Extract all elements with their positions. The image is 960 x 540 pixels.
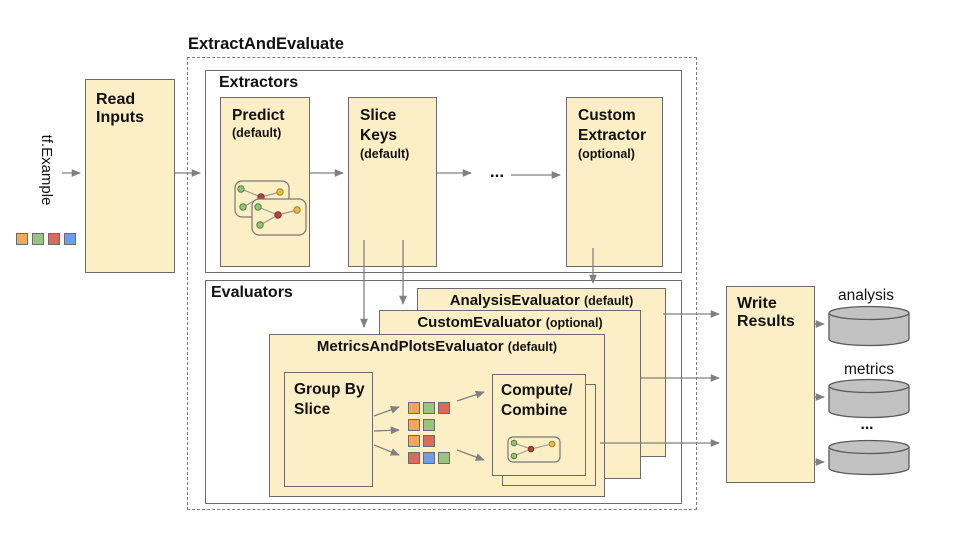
slice-keys-qualifier: (default) (360, 146, 410, 161)
write-results-box: Write Results (726, 286, 815, 483)
tf-example-label: tf.Example (38, 134, 55, 206)
custom-evaluator-label: CustomEvaluator (417, 314, 542, 331)
custom-evaluator-qualifier: (optional) (545, 316, 603, 330)
extractors-label: Extractors (219, 74, 299, 91)
slice-row-1 (408, 402, 450, 414)
red-square (423, 435, 435, 447)
metrics-db-icon (828, 378, 910, 419)
pipeline-title: ExtractAndEvaluate (188, 35, 344, 53)
analysis-output-label: analysis (838, 287, 894, 304)
extractors-ellipsis: ... (489, 162, 505, 181)
read-inputs-label: Read Inputs (96, 91, 144, 126)
analysis-db-icon (828, 305, 910, 347)
orange-square (408, 402, 420, 414)
compute-combine-label: Compute/ Combine (501, 382, 573, 420)
custom-extractor-label: Custom Extractor (578, 107, 647, 145)
blue-square (423, 452, 435, 464)
custom-extractor-box: Custom Extractor (optional) (566, 97, 663, 267)
input-swatches (16, 233, 76, 245)
evaluators-label: Evaluators (211, 284, 293, 301)
metrics-and-plots-evaluator-label: MetricsAndPlotsEvaluator (316, 338, 504, 355)
slice-row-2 (408, 419, 435, 431)
custom-extractor-qualifier: (optional) (578, 146, 635, 161)
green-square (423, 402, 435, 414)
slice-row-3 (408, 435, 435, 447)
green-square (423, 419, 435, 431)
predict-label: Predict (232, 107, 285, 124)
slice-row-4 (408, 452, 450, 464)
analysis-evaluator-label: AnalysisEvaluator (449, 292, 580, 309)
red-square (408, 452, 420, 464)
predict-qualifier: (default) (232, 126, 282, 141)
more-outputs-ellipsis: ... (860, 416, 874, 433)
slice-keys-extractor-box: Slice Keys (default) (348, 97, 437, 267)
blue-square (64, 233, 76, 245)
read-inputs-box: Read Inputs (85, 79, 175, 273)
green-square (32, 233, 44, 245)
group-by-slice-label: Group By Slice (294, 381, 365, 419)
analysis-evaluator-qualifier: (default) (583, 294, 634, 308)
red-square (438, 402, 450, 414)
metrics-output-label: metrics (844, 361, 894, 378)
red-square (48, 233, 60, 245)
orange-square (408, 419, 420, 431)
green-square (438, 452, 450, 464)
group-by-slice-box: Group By Slice (284, 372, 373, 487)
write-results-label: Write Results (737, 295, 795, 330)
metrics-and-plots-evaluator-qualifier: (default) (507, 340, 558, 354)
extract-and-evaluate-boundary (187, 57, 697, 510)
slice-keys-label: Slice Keys (360, 107, 398, 145)
orange-square (16, 233, 28, 245)
more-db-icon (828, 439, 910, 476)
predict-extractor-box: Predict (default) (220, 97, 310, 267)
compute-combine-box: Compute/ Combine (492, 374, 586, 476)
orange-square (408, 435, 420, 447)
